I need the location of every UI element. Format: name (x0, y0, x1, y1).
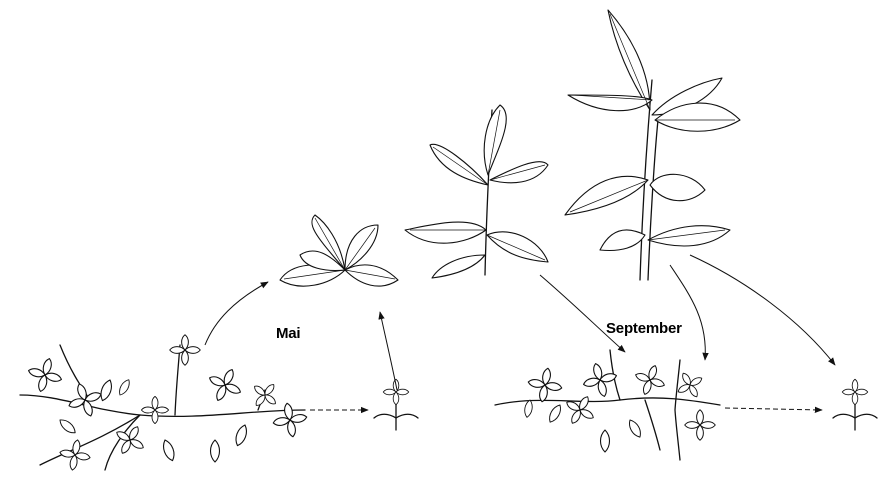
leaf-cluster (202, 362, 247, 407)
seedling-right (833, 379, 877, 430)
leaf-cluster (685, 410, 716, 441)
leaf-cluster (842, 379, 868, 405)
leaf (547, 403, 564, 424)
leaf-cluster (170, 335, 201, 366)
rosette-may (280, 215, 398, 286)
creeping-plant-left (20, 335, 310, 473)
label-mai: Mai (276, 325, 300, 342)
leaf-cluster (525, 365, 564, 404)
leaf-cluster (630, 360, 669, 399)
leaf-cluster (63, 378, 107, 422)
arrow-large-shoot-to-creeping (670, 265, 705, 360)
label-september: September (606, 320, 682, 337)
arrow-creeping-to-seedling-right (725, 408, 822, 410)
arrow-seedling-to-rosette (380, 312, 397, 390)
leaf (161, 438, 177, 462)
arrow-large-shoot-to-seedling (690, 255, 835, 365)
leaf-cluster (270, 400, 309, 439)
leaf-cluster (559, 389, 601, 431)
leaf (211, 440, 220, 462)
upright-shoot-large (565, 10, 740, 280)
leaf-cluster (246, 376, 284, 414)
leaf-cluster (24, 354, 66, 396)
leaf (233, 423, 249, 447)
leaf (601, 430, 610, 452)
leaf (117, 378, 132, 397)
leaf-cluster (141, 396, 168, 423)
creeping-plant-right (495, 350, 720, 460)
leaf (57, 417, 77, 436)
leaf (523, 399, 533, 418)
arrow-creeping-to-rosette (205, 282, 268, 345)
arrow-small-shoot-to-creeping (540, 275, 625, 352)
leaf (98, 378, 114, 402)
upright-shoot-small (405, 105, 548, 278)
leaf (626, 418, 643, 439)
